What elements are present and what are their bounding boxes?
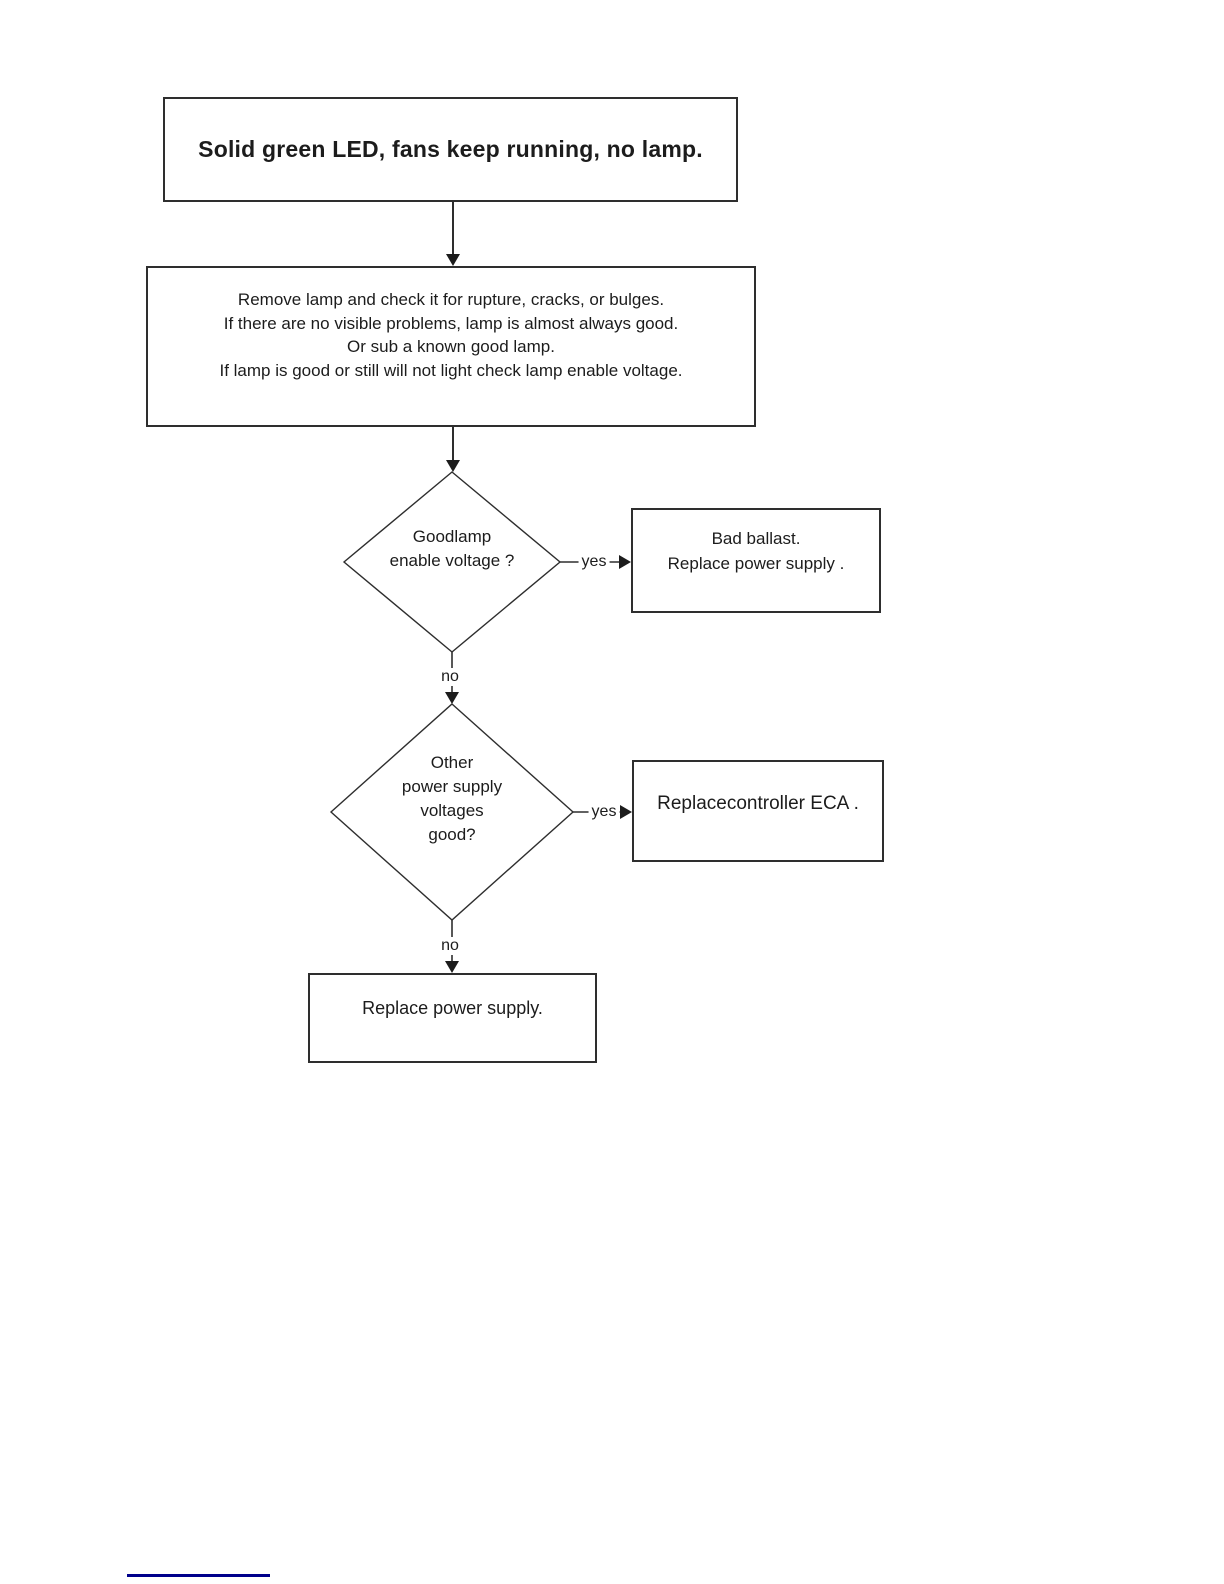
arrowhead-down-icon bbox=[446, 254, 460, 266]
bad-ballast-line: Replace power supply . bbox=[667, 554, 845, 573]
decision-line: Other bbox=[430, 753, 474, 772]
decision-other-psu-voltages-text: Other power supply voltages good? bbox=[352, 751, 552, 847]
start-node-symptom: Solid green LED, fans keep running, no l… bbox=[163, 97, 738, 202]
check-lamp-line: Or sub a known good lamp. bbox=[347, 337, 555, 356]
bad-ballast-line: Bad ballast. bbox=[711, 529, 801, 548]
edge-label-no-lamp: no bbox=[438, 668, 462, 686]
check-lamp-line: If lamp is good or still will not light … bbox=[219, 360, 683, 380]
arrowhead-down-icon bbox=[445, 692, 459, 704]
decision-line: enable voltage ? bbox=[389, 551, 515, 570]
decision-line: Goodlamp bbox=[412, 527, 492, 546]
edge-label-no-psu: no bbox=[438, 937, 462, 955]
decision-lamp-enable-voltage-text: Goodlamp enable voltage ? bbox=[342, 525, 562, 573]
check-lamp-line: If there are no visible problems, lamp i… bbox=[223, 313, 679, 333]
decision-line: good? bbox=[428, 825, 476, 844]
footer-divider-line bbox=[127, 1574, 270, 1577]
process-node-check-lamp: Remove lamp and check it for rupture, cr… bbox=[146, 266, 756, 427]
arrowhead-down-icon bbox=[445, 961, 459, 973]
decision-line: voltages bbox=[420, 801, 484, 820]
start-node-text: Solid green LED, fans keep running, no l… bbox=[198, 136, 703, 162]
replace-psu-text: Replace power supply. bbox=[362, 998, 543, 1018]
check-lamp-line: Remove lamp and check it for rupture, cr… bbox=[237, 290, 665, 309]
result-node-bad-ballast: Bad ballast. Replace power supply . bbox=[631, 508, 881, 613]
replace-controller-text: Replacecontroller ECA . bbox=[657, 793, 859, 814]
result-node-replace-power-supply: Replace power supply. bbox=[308, 973, 597, 1063]
arrowhead-right-icon bbox=[619, 555, 631, 569]
edge-label-yes-psu: yes bbox=[588, 803, 620, 821]
arrowhead-down-icon bbox=[446, 460, 460, 472]
result-node-replace-controller: Replacecontroller ECA . bbox=[632, 760, 884, 862]
edge-label-yes-lamp: yes bbox=[578, 553, 610, 571]
decision-line: power supply bbox=[401, 777, 503, 796]
arrowhead-right-icon bbox=[620, 805, 632, 819]
